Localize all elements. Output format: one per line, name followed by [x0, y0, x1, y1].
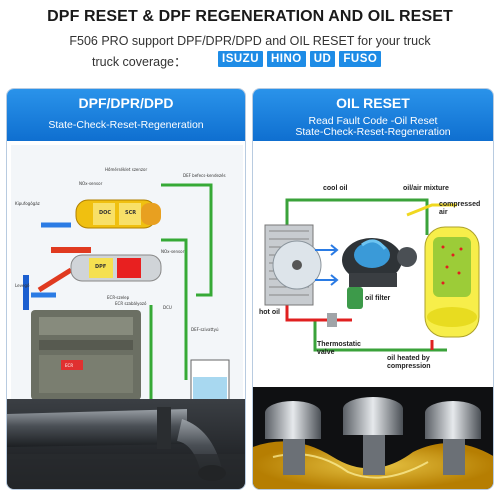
label-cool-oil: cool oil [323, 185, 348, 192]
dpf-system-diagram: Hőmérséklet szenzor NOx-sensor DEF befec… [11, 145, 243, 415]
oil-panel-title: OIL RESET [336, 95, 410, 111]
dpf-panel-header: DPF/DPR/DPD State-Check-Reset-Regenerati… [7, 89, 245, 141]
label-doc: DOC [99, 210, 112, 216]
label-dcu: DCU [163, 305, 172, 310]
page-title: DPF RESET & DPF REGENERATION AND OIL RES… [47, 8, 453, 25]
oil-panel-subtitle-1: Read Fault Code -Oil Reset [308, 115, 438, 127]
coverage-label: truck coverage： [92, 55, 187, 69]
label-def-feed: DEF befecs-kendezés [183, 173, 226, 178]
engine-pistons-graphic [253, 387, 493, 489]
label-air: Levegő [15, 283, 30, 288]
brand-badge-hino: HINO [267, 51, 306, 67]
label-ecr: ECR [65, 363, 74, 368]
label-thermostatic-valve: Thermostatic valve [317, 341, 361, 356]
oil-panel: OIL RESET Read Fault Code -Oil Reset Sta… [252, 88, 494, 490]
dpf-diagram-graphic [23, 183, 230, 405]
engine-pistons-photo [253, 387, 493, 489]
dpf-panel-subtitle: State-Check-Reset-Regeneration [48, 119, 204, 131]
oil-panel-header: OIL RESET Read Fault Code -Oil Reset Sta… [253, 89, 493, 141]
label-oil-filter: oil filter [365, 295, 391, 302]
exhaust-pipe-photo [7, 399, 245, 489]
brand-list: ISUZU HINO UD FUSO [218, 51, 382, 67]
label-compressed-air: compressed air [439, 201, 481, 216]
exhaust-pipe-graphic [7, 399, 245, 489]
label-temp-sensor: Hőmérséklet szenzor [105, 167, 148, 172]
label-ecr-valve: ECR-szelep [107, 295, 130, 300]
oil-panel-subtitle-2: State-Check-Reset-Regeneration [295, 126, 451, 138]
oil-system-diagram: cool oil oil/air mixture compressed air … [257, 145, 491, 409]
label-ecr-sensor: ECR szabályozó [115, 301, 147, 306]
oil-diagram-graphic [264, 198, 480, 352]
label-oil-air-mixture: oil/air mixture [403, 185, 449, 192]
label-kipufogo: Kipufogógáz [15, 201, 40, 206]
label-scr: SCR [125, 210, 137, 216]
brand-badge-ud: UD [309, 51, 336, 67]
label-def-line: DEF-szivattyú [191, 327, 219, 332]
label-dpf: DPF [95, 264, 107, 270]
label-oil-heated: oil heated by compression [387, 355, 431, 370]
dpf-panel: DPF/DPR/DPD State-Check-Reset-Regenerati… [6, 88, 246, 490]
label-nox-sensor-top: NOx-sensor [79, 181, 103, 186]
label-hot-oil: hot oil [259, 309, 280, 316]
brand-badge-isuzu: ISUZU [218, 51, 263, 67]
brand-badge-fuso: FUSO [339, 51, 382, 67]
dpf-panel-title: DPF/DPR/DPD [78, 95, 174, 111]
page-subtitle: F506 PRO support DPF/DPR/DPD and OIL RES… [69, 34, 431, 48]
label-nox-sensor-mid: NOx-sensor [161, 249, 185, 254]
